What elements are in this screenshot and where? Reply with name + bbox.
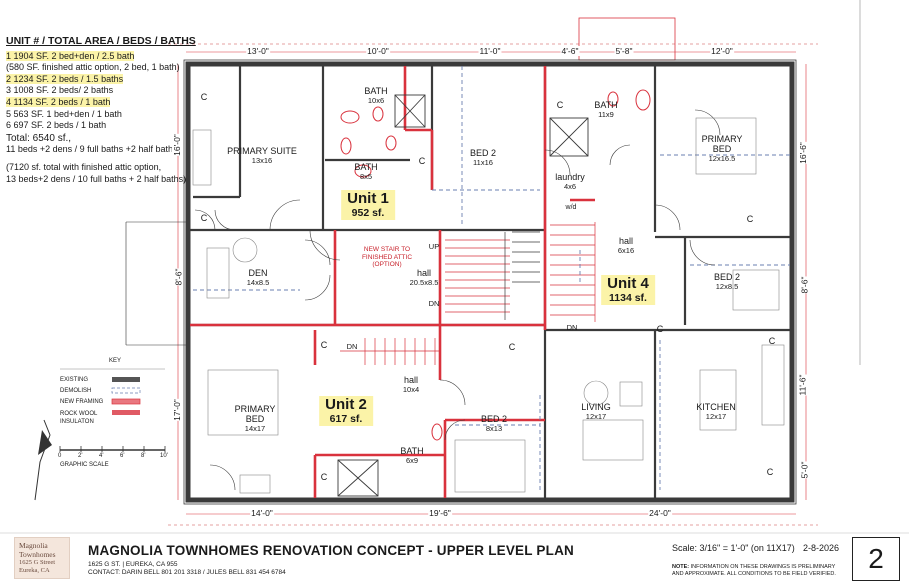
legend-row: (580 SF. finished attic option, 2 bed, 1… [6,62,180,73]
dim-bottom: 14'-0" [250,508,274,518]
closet-label: C [320,472,328,482]
new-stair-note: NEW STAIR TO FINISHED ATTIC(OPTION) [361,246,413,268]
key-item-rock-wool: ROCK WOOL INSULATON [60,411,98,425]
contact: CONTACT: DARIN BELL 801 201 3318 / JULES… [88,569,286,576]
stair-dn-label: DN [566,323,578,332]
dim-right: 11'-6" [797,374,808,396]
dim-top: 13'-0" [246,46,270,56]
closet-label: C [746,214,754,224]
closet-label: C [418,156,426,166]
key-item-new-framing: NEW FRAMING [60,399,104,405]
company-logo: Magnolia Townhomes 1625 G Street Eureka,… [14,537,70,579]
drawing-title: MAGNOLIA TOWNHOMES RENOVATION CONCEPT - … [88,543,574,558]
key-title: KEY [108,358,121,364]
closet-label: C [508,342,516,352]
legend-attic-total: (7120 sf. total with finished attic opti… [6,161,162,172]
legend-attic-beds: 13 beds+2 dens / 10 full baths + 2 half … [6,173,187,184]
legend-total: Total: 6540 sf., [6,132,72,144]
legend-row: 1 1904 SF. 2 bed+den / 2.5 bath [6,50,135,61]
unit-legend: UNIT # / TOTAL AREA / BEDS / BATHS 1 190… [6,35,196,185]
dim-top: 10'-0" [366,46,390,56]
sheet-number: 2 [852,537,900,581]
legend-row: 2 1234 SF. 2 beds / 1.5 baths [6,73,124,84]
closet-label: C [656,324,664,334]
dim-right: 5'-0" [799,461,810,479]
legend-header: UNIT # / TOTAL AREA / BEDS / BATHS [6,35,196,47]
dim-top: 11'-0" [478,46,502,56]
drawing-date: 2-8-2026 [803,543,840,553]
dim-bottom: 19'-6" [428,508,452,518]
legend-row: 3 1008 SF. 2 beds/ 2 baths [6,85,114,96]
dim-left: 17'-0" [171,399,182,421]
stair-up-label: UP [428,242,440,251]
washer-dryer-label: w/d [565,204,577,211]
drawing-key: KEY EXISTING DEMOLISH NEW FRAMING ROCK W… [60,358,170,425]
dim-top: 4'-6" [560,46,580,56]
closet-label: C [556,100,564,110]
address-block: 1625 G ST. | EUREKA, CA 955 CONTACT: DAR… [88,561,286,577]
closet-label: C [320,340,328,350]
closet-label: C [768,336,776,346]
closet-label: C [766,467,774,477]
dim-right: 16'-6" [797,142,808,164]
closet-label: C [200,213,208,223]
stair-dn-label: DN [346,342,358,351]
legend-row: 5 563 SF. 1 bed+den / 1 bath [6,108,122,119]
address: 1625 G ST. | EUREKA, CA 955 [88,561,178,568]
key-item-demolish: DEMOLISH [60,388,92,394]
drawing-scale: Scale: 3/16" = 1'-0" (on 11X17) [672,543,795,553]
dim-top: 12'-0" [710,46,734,56]
stair-dn-label: DN [428,299,440,308]
dim-bottom: 24'-0" [648,508,672,518]
legend-row: 6 697 SF. 2 beds / 1 bath [6,120,107,131]
dim-top: 5'-8" [614,46,634,56]
key-item-existing: EXISTING [60,377,89,383]
dim-left: 16'-0" [171,134,182,156]
legend-row: 4 1134 SF. 2 beds / 1 bath [6,96,111,107]
disclaimer-note: NOTE: INFORMATION ON THESE DRAWINGS IS P… [672,564,836,577]
legend-total-beds: 11 beds +2 dens / 9 full baths +2 half b… [6,144,178,155]
dim-right: 8'-6" [799,276,810,294]
dim-left: 8'-6" [173,268,184,286]
closet-label: C [200,92,208,102]
graphic-scale-label: GRAPHIC SCALE [60,462,109,468]
